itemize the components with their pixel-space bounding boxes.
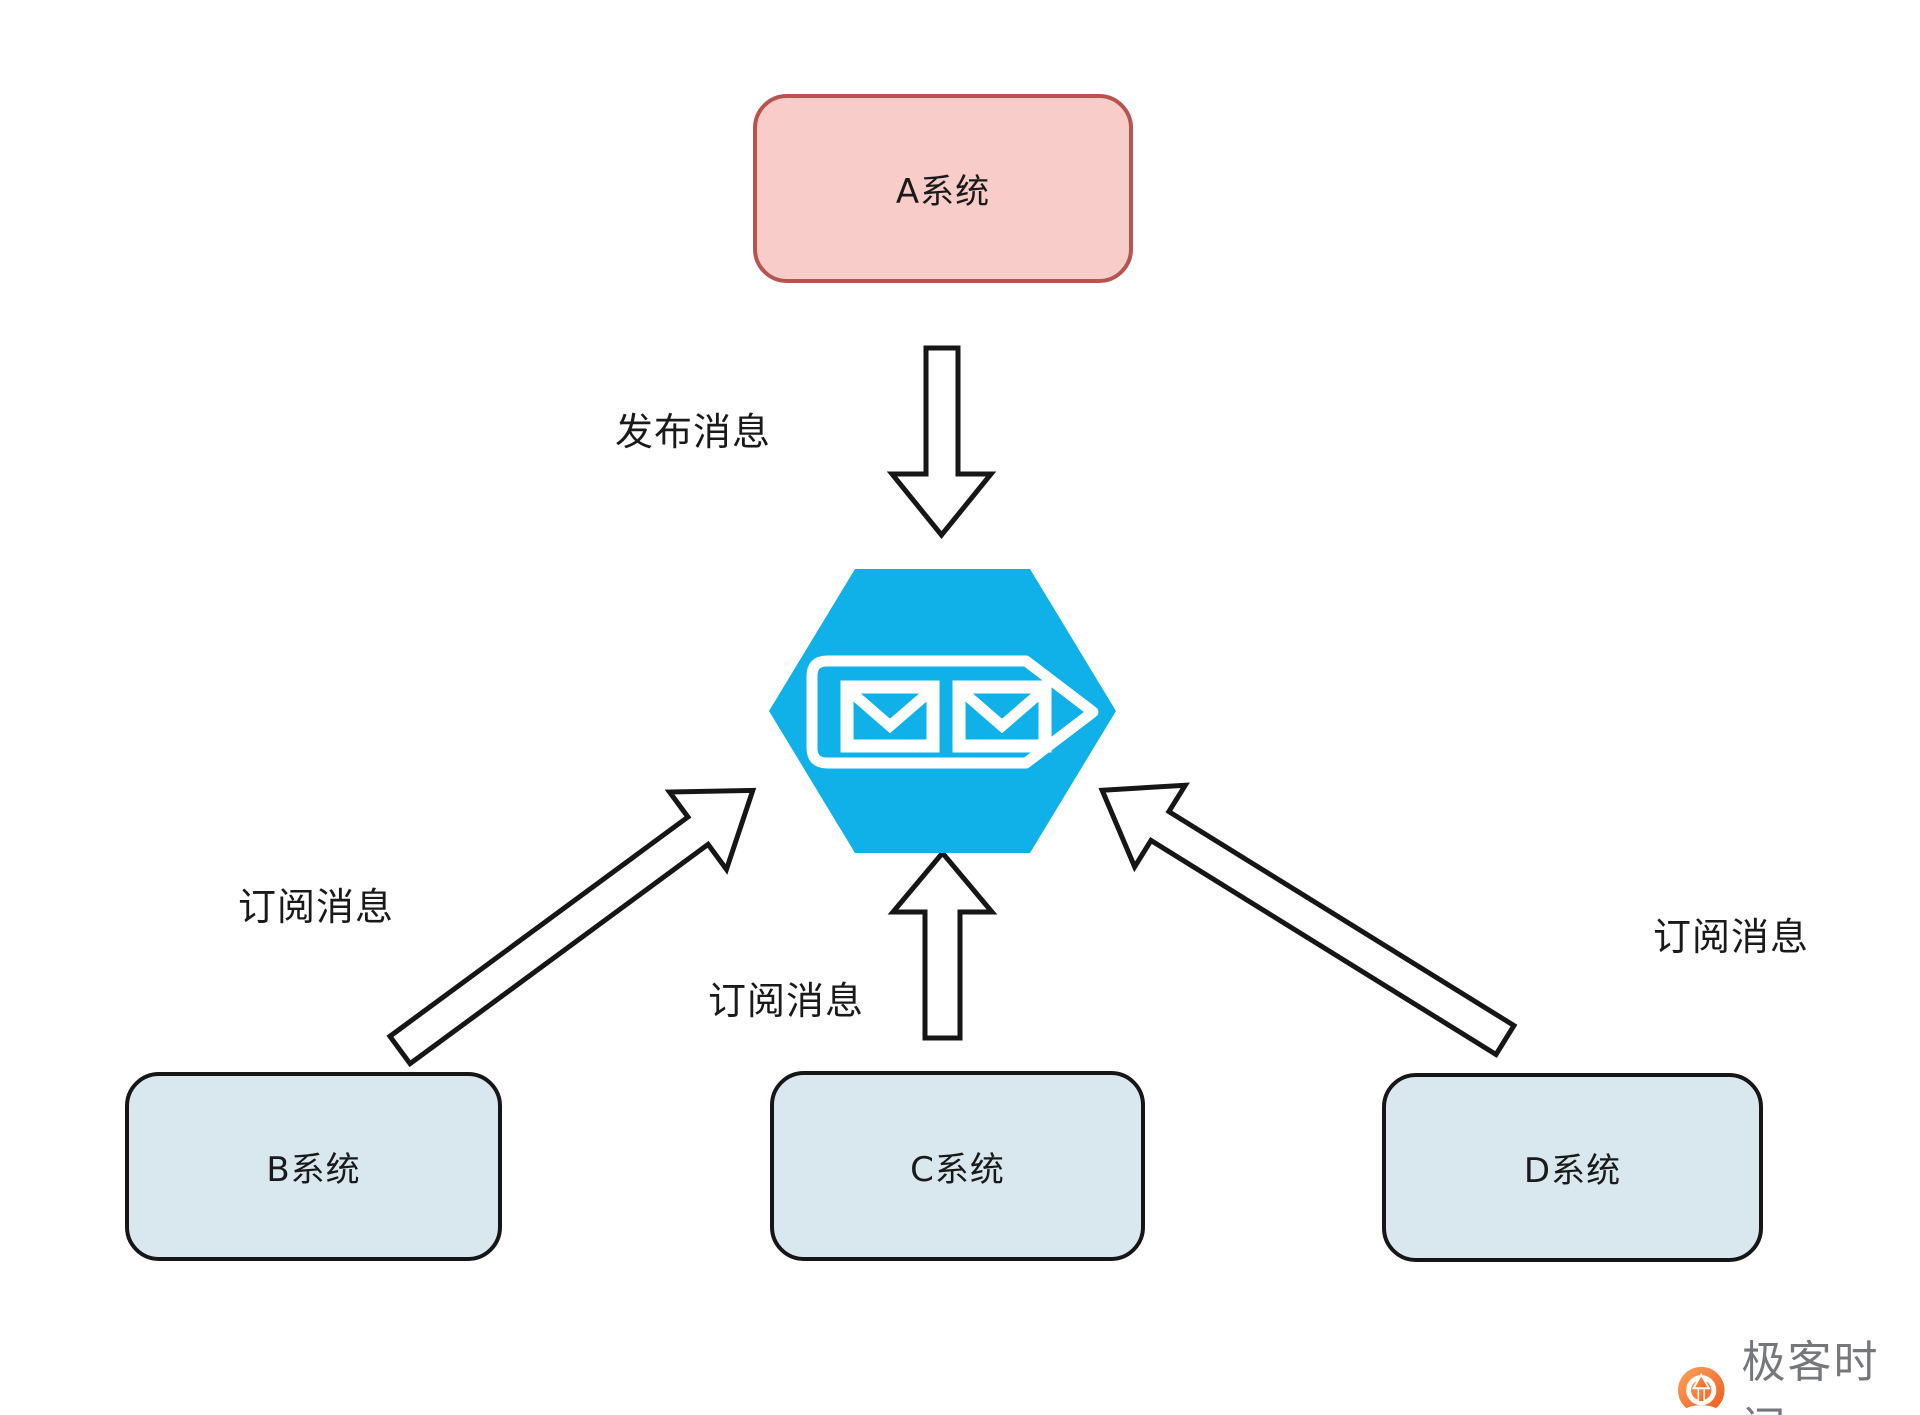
geektime-logo: 极客时间 [1676, 1330, 1920, 1415]
subscribe-edge-label-d: 订阅消息 [1653, 915, 1810, 959]
node-a-system: A系统 [753, 94, 1133, 283]
envelope-icon [952, 680, 1052, 753]
envelope-icon [840, 680, 940, 753]
message-queue-node [769, 569, 1116, 853]
node-c-system: C系统 [770, 1071, 1145, 1261]
node-b-system: B系统 [125, 1072, 502, 1261]
node-b-label: B系统 [266, 1150, 361, 1190]
subscribe-arrow-b [386, 787, 757, 1068]
node-c-label: C系统 [910, 1149, 1005, 1190]
queue-hexagon [769, 569, 1116, 853]
geektime-pin-icon [1677, 1366, 1725, 1415]
node-a-label: A系统 [895, 172, 991, 212]
geektime-logo-text: 极客时间 [1741, 1337, 1880, 1415]
subscribe-arrow-d [1098, 782, 1518, 1058]
subscribe-edge-label-b: 订阅消息 [238, 885, 395, 929]
node-d-system: D系统 [1382, 1073, 1763, 1262]
node-d-label: D系统 [1523, 1151, 1622, 1191]
publish-arrow [886, 345, 997, 539]
subscribe-arrow-c [887, 849, 998, 1041]
publish-edge-label: 发布消息 [615, 410, 772, 454]
queue-band [806, 655, 1099, 769]
subscribe-edge-label-c: 订阅消息 [708, 979, 865, 1023]
